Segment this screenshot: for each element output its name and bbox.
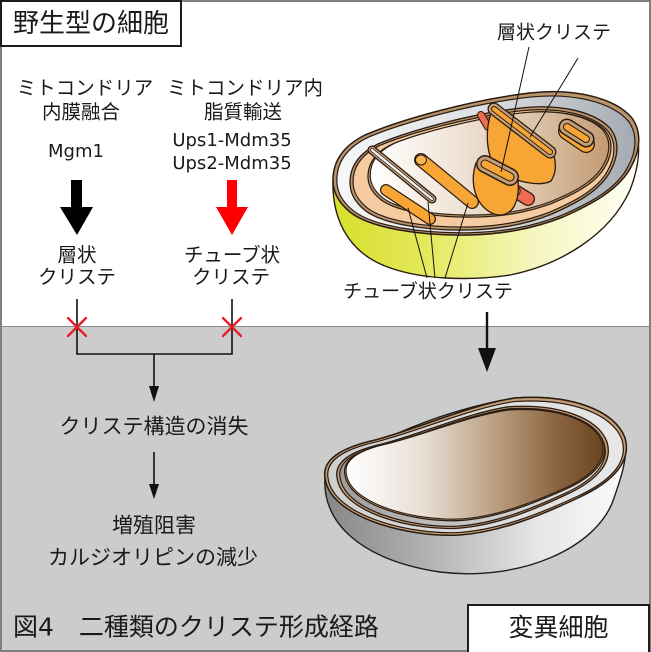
figure-caption: 図4 二種類のクリステ形成経路 — [13, 612, 379, 642]
tubular-cristae-label: チューブ状クリステ — [343, 280, 513, 303]
fusion-process-line-2: 内膜融合 — [41, 100, 121, 124]
lamellar-leader-line — [529, 57, 579, 138]
lipid-process-line-2: 脂質輸送 — [203, 100, 283, 124]
lipid-protein-2: Ups2-Mdm35 — [172, 153, 292, 174]
tubular-leader-line — [444, 202, 469, 279]
wildtype-to-mutant-arrowhead-icon — [478, 348, 496, 372]
consequence-cardiolipin-decrease: カルジオリピンの減少 — [48, 545, 258, 570]
blocked-cross-icon — [66, 316, 88, 338]
crista-slit — [367, 145, 437, 204]
lamellar-crista — [558, 118, 595, 153]
wildtype-title: 野生型の細胞 — [12, 8, 169, 39]
lipid-protein-1: Ups1-Mdm35 — [172, 130, 292, 151]
fusion-protein: Mgm1 — [48, 141, 104, 162]
wildtype-mitochondrion — [332, 46, 640, 280]
fusion-process-line-1: ミトコンドリア — [16, 76, 154, 100]
tubular-crista — [380, 184, 436, 225]
tubular-leader-line — [427, 201, 436, 279]
lamellar-crista — [472, 155, 519, 216]
tubular-crista — [414, 153, 479, 209]
mutant-title-box: 変異細胞 — [467, 604, 650, 652]
blocked-cross-icon — [221, 316, 243, 338]
mutant-mitochondrion — [323, 396, 628, 575]
tubular-result-line-2: クリステ — [191, 265, 271, 289]
red-tubular-crista — [477, 111, 492, 131]
lamellar-leader-line — [500, 46, 530, 173]
down-arrowhead-icon — [149, 484, 159, 499]
wildtype-title-box: 野生型の細胞 — [0, 0, 182, 47]
lamellar-result-line-1: 層状 — [57, 243, 97, 267]
lipid-process-line-1: ミトコンドリア内 — [166, 76, 324, 100]
tubular-result-line-1: チューブ状 — [183, 243, 281, 267]
lipid-transport-down-arrow-icon — [216, 180, 248, 235]
down-arrowhead-icon — [149, 386, 159, 402]
mutant-title: 変異細胞 — [508, 612, 609, 642]
consequence-cristae-loss: クリステ構造の消失 — [59, 414, 249, 439]
consequence-growth-inhibition: 増殖阻害 — [112, 513, 196, 538]
tubular-leader-line — [407, 207, 428, 279]
lamellar-result-line-2: クリステ — [37, 265, 117, 289]
fusion-down-arrow-icon — [60, 180, 93, 235]
lamellar-cristae-label: 層状クリステ — [496, 21, 612, 44]
